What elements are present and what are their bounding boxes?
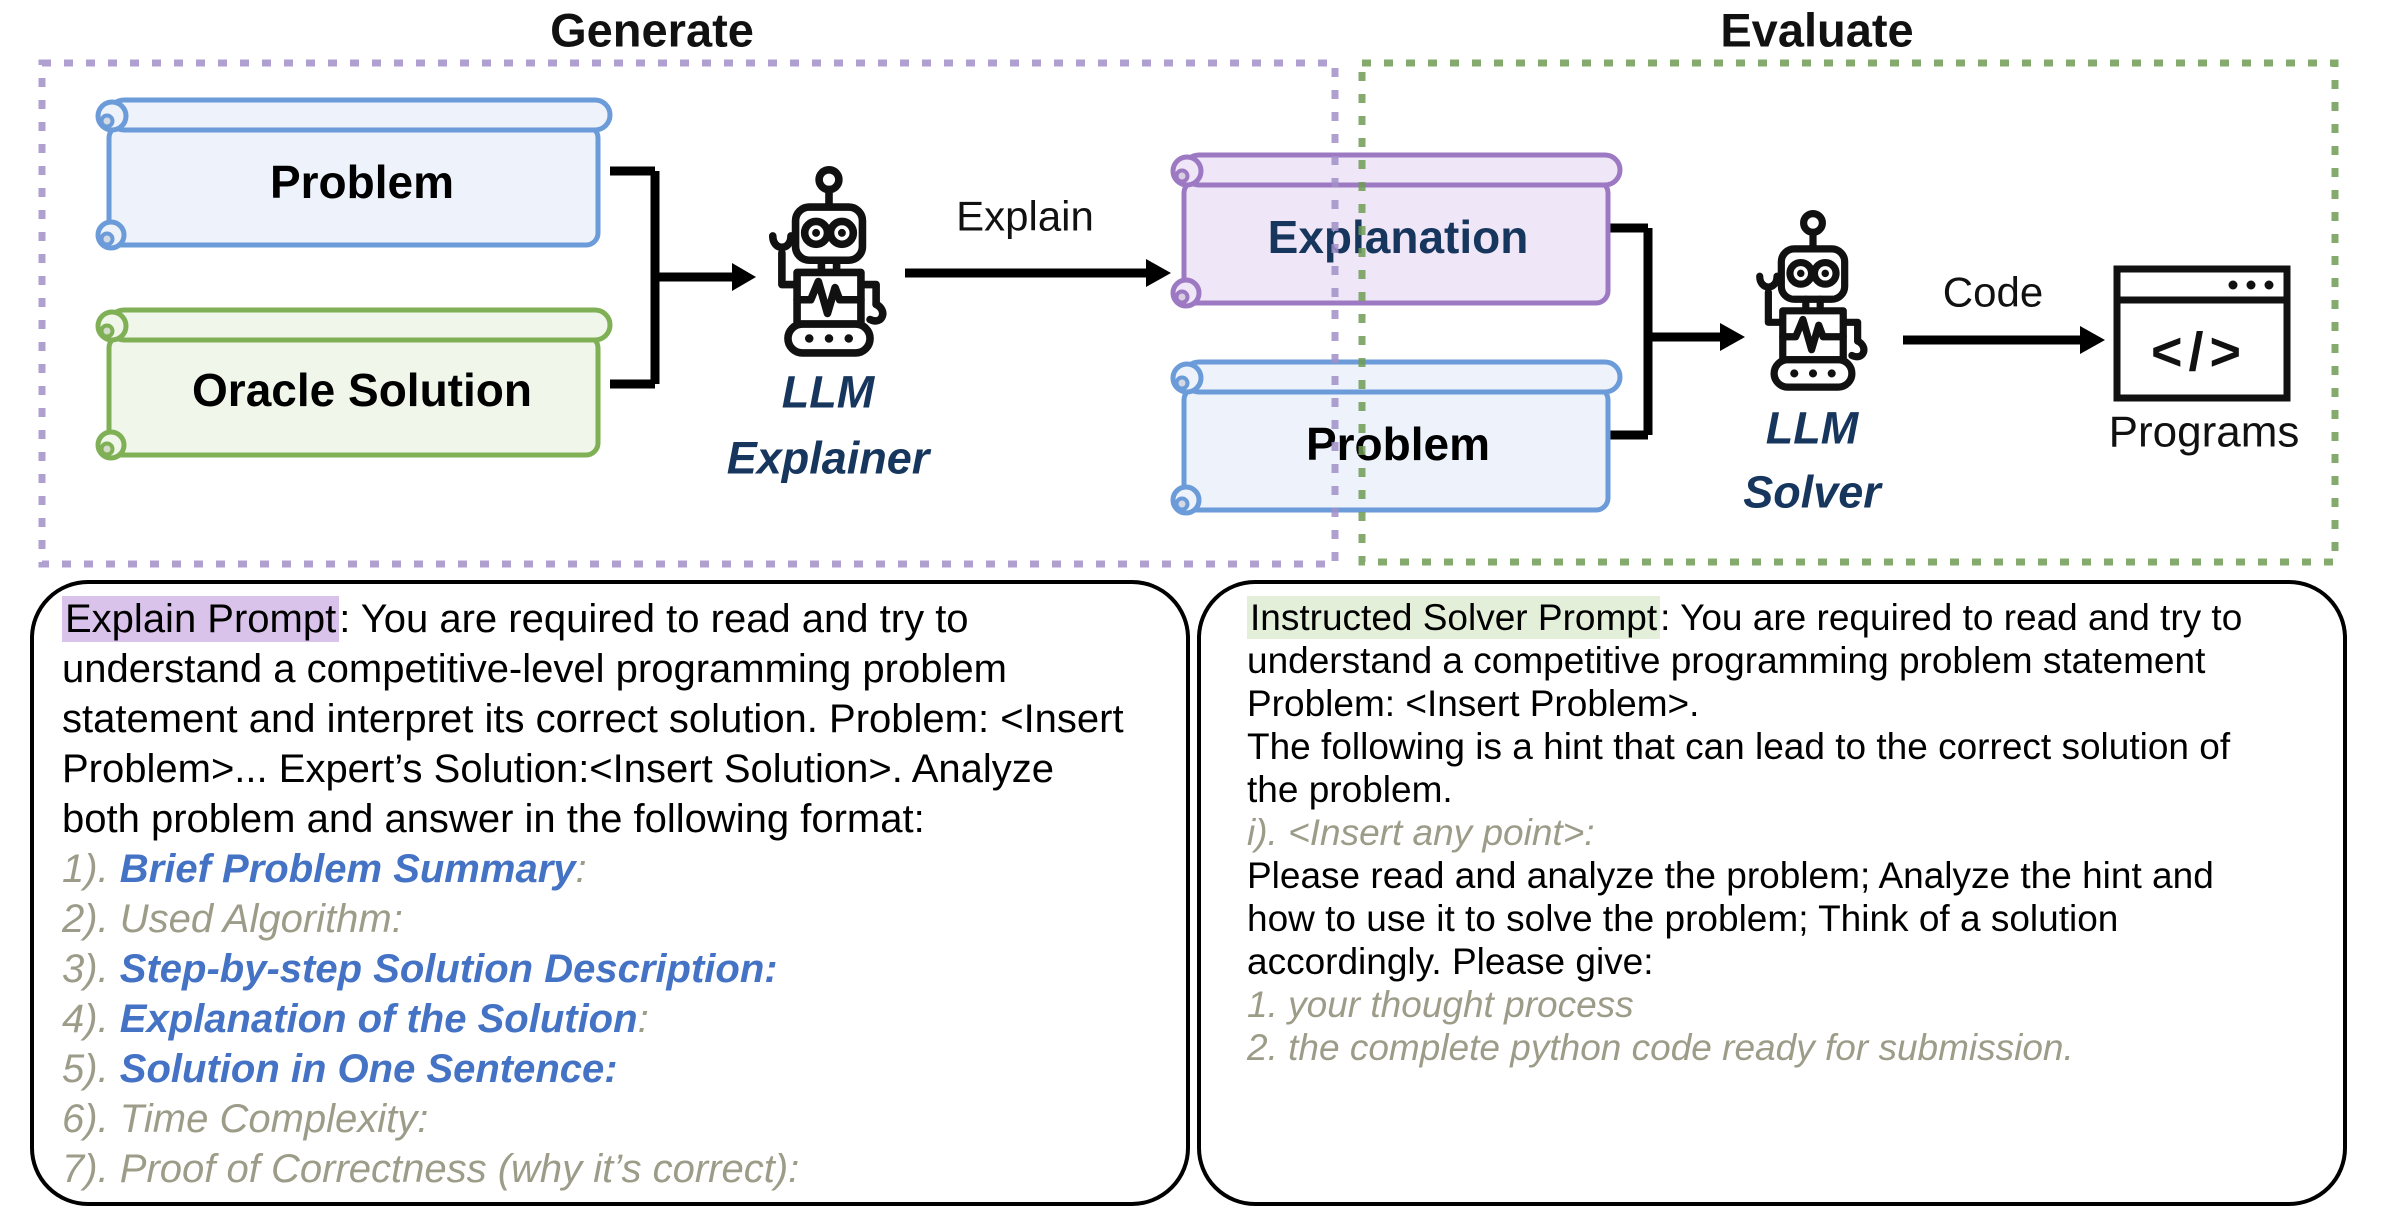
arrow-explain xyxy=(905,259,1171,287)
explanation-label: Explanation xyxy=(1268,211,1529,263)
connector-generate-inputs xyxy=(610,166,756,389)
solver-prompt-box: Instructed Solver Prompt: You are requir… xyxy=(1197,580,2347,1206)
oracle-solution-label: Oracle Solution xyxy=(192,364,532,416)
item-num: 7). xyxy=(62,1147,120,1191)
item-text: Time Complexity: xyxy=(119,1097,429,1141)
item-text: Brief Problem Summary xyxy=(119,847,576,891)
solver-item-1: 1. your thought process xyxy=(1247,984,1634,1025)
arrow-code xyxy=(1903,326,2105,354)
scroll-explanation: Explanation xyxy=(1170,152,1623,309)
generate-region-border xyxy=(38,59,1339,568)
explain-prompt-paragraph: Explain Prompt: You are required to read… xyxy=(62,594,1124,844)
explain-item-1: 1). Brief Problem Summary: xyxy=(62,844,1124,894)
explain-arrow-label: Explain xyxy=(956,193,1094,240)
item-tail: : xyxy=(637,997,649,1041)
solver-name-line2: Solver xyxy=(1743,467,1883,518)
item-num: 5). xyxy=(62,1047,120,1091)
solver-name-line1: LLM xyxy=(1766,403,1860,454)
programs-icon: </> xyxy=(2113,265,2291,402)
solver-hint-line: The following is a hint that can lead to… xyxy=(1247,726,2231,810)
generate-title: Generate xyxy=(550,4,754,57)
item-text: Solution in One Sentence: xyxy=(119,1047,618,1091)
explain-item-7: 7). Proof of Correctness (why it’s corre… xyxy=(62,1144,1124,1194)
evaluate-region-border xyxy=(1358,59,2339,566)
solver-point-line: i). <Insert any point>: xyxy=(1247,812,1595,853)
explainer-name-line2: Explainer xyxy=(727,433,932,484)
solver-prompt-paragraph: Instructed Solver Prompt: You are requir… xyxy=(1247,596,2255,725)
explainer-name-line1: LLM xyxy=(782,367,876,418)
item-text: Explanation of the Solution xyxy=(119,997,638,1041)
code-arrow-label: Code xyxy=(1943,269,2043,316)
pipeline-diagram: Generate Evaluate Explain Code xyxy=(38,4,2339,568)
explain-item-5: 5). Solution in One Sentence: xyxy=(62,1044,1124,1094)
connector-evaluate-inputs xyxy=(1600,223,1745,440)
solver-analyze-line: Please read and analyze the problem; Ana… xyxy=(1247,855,2214,982)
explain-prompt-box: Explain Prompt: You are required to read… xyxy=(30,580,1190,1206)
evaluate-title: Evaluate xyxy=(1720,4,1913,57)
explain-item-4: 4). Explanation of the Solution: xyxy=(62,994,1124,1044)
item-num: 3). xyxy=(62,947,120,991)
solver-prompt-intro: : You are required to read and try to un… xyxy=(1247,597,2243,724)
item-num: 1). xyxy=(62,847,120,891)
explain-prompt-label: Explain Prompt xyxy=(62,596,340,642)
item-text: Used Algorithm: xyxy=(119,897,403,941)
explain-item-3: 3). Step-by-step Solution Description: xyxy=(62,944,1124,994)
explain-item-6: 6). Time Complexity: xyxy=(62,1094,1124,1144)
scroll-problem-right: Problem xyxy=(1170,359,1623,516)
llm-explainer-robot-icon xyxy=(773,170,883,353)
item-text: Proof of Correctness (why it’s correct): xyxy=(119,1147,800,1191)
solver-prompt-label: Instructed Solver Prompt xyxy=(1247,596,1661,639)
item-num: 6). xyxy=(62,1097,120,1141)
explain-prompt-intro: : You are required to read and try to un… xyxy=(62,597,1124,841)
explain-item-2: 2). Used Algorithm: xyxy=(62,894,1124,944)
item-tail: : xyxy=(575,847,587,891)
scroll-problem-left: Problem xyxy=(95,97,613,251)
scroll-oracle-solution: Oracle Solution xyxy=(95,307,613,461)
item-num: 2). xyxy=(62,897,120,941)
problem-left-label: Problem xyxy=(270,156,454,208)
item-text: Step-by-step Solution Description: xyxy=(119,947,778,991)
code-glyph: </> xyxy=(2151,322,2247,382)
solver-item-2: 2. the complete python code ready for su… xyxy=(1247,1027,2074,1068)
llm-solver-robot-icon xyxy=(1760,214,1864,388)
programs-label: Programs xyxy=(2109,408,2300,457)
item-num: 4). xyxy=(62,997,120,1041)
